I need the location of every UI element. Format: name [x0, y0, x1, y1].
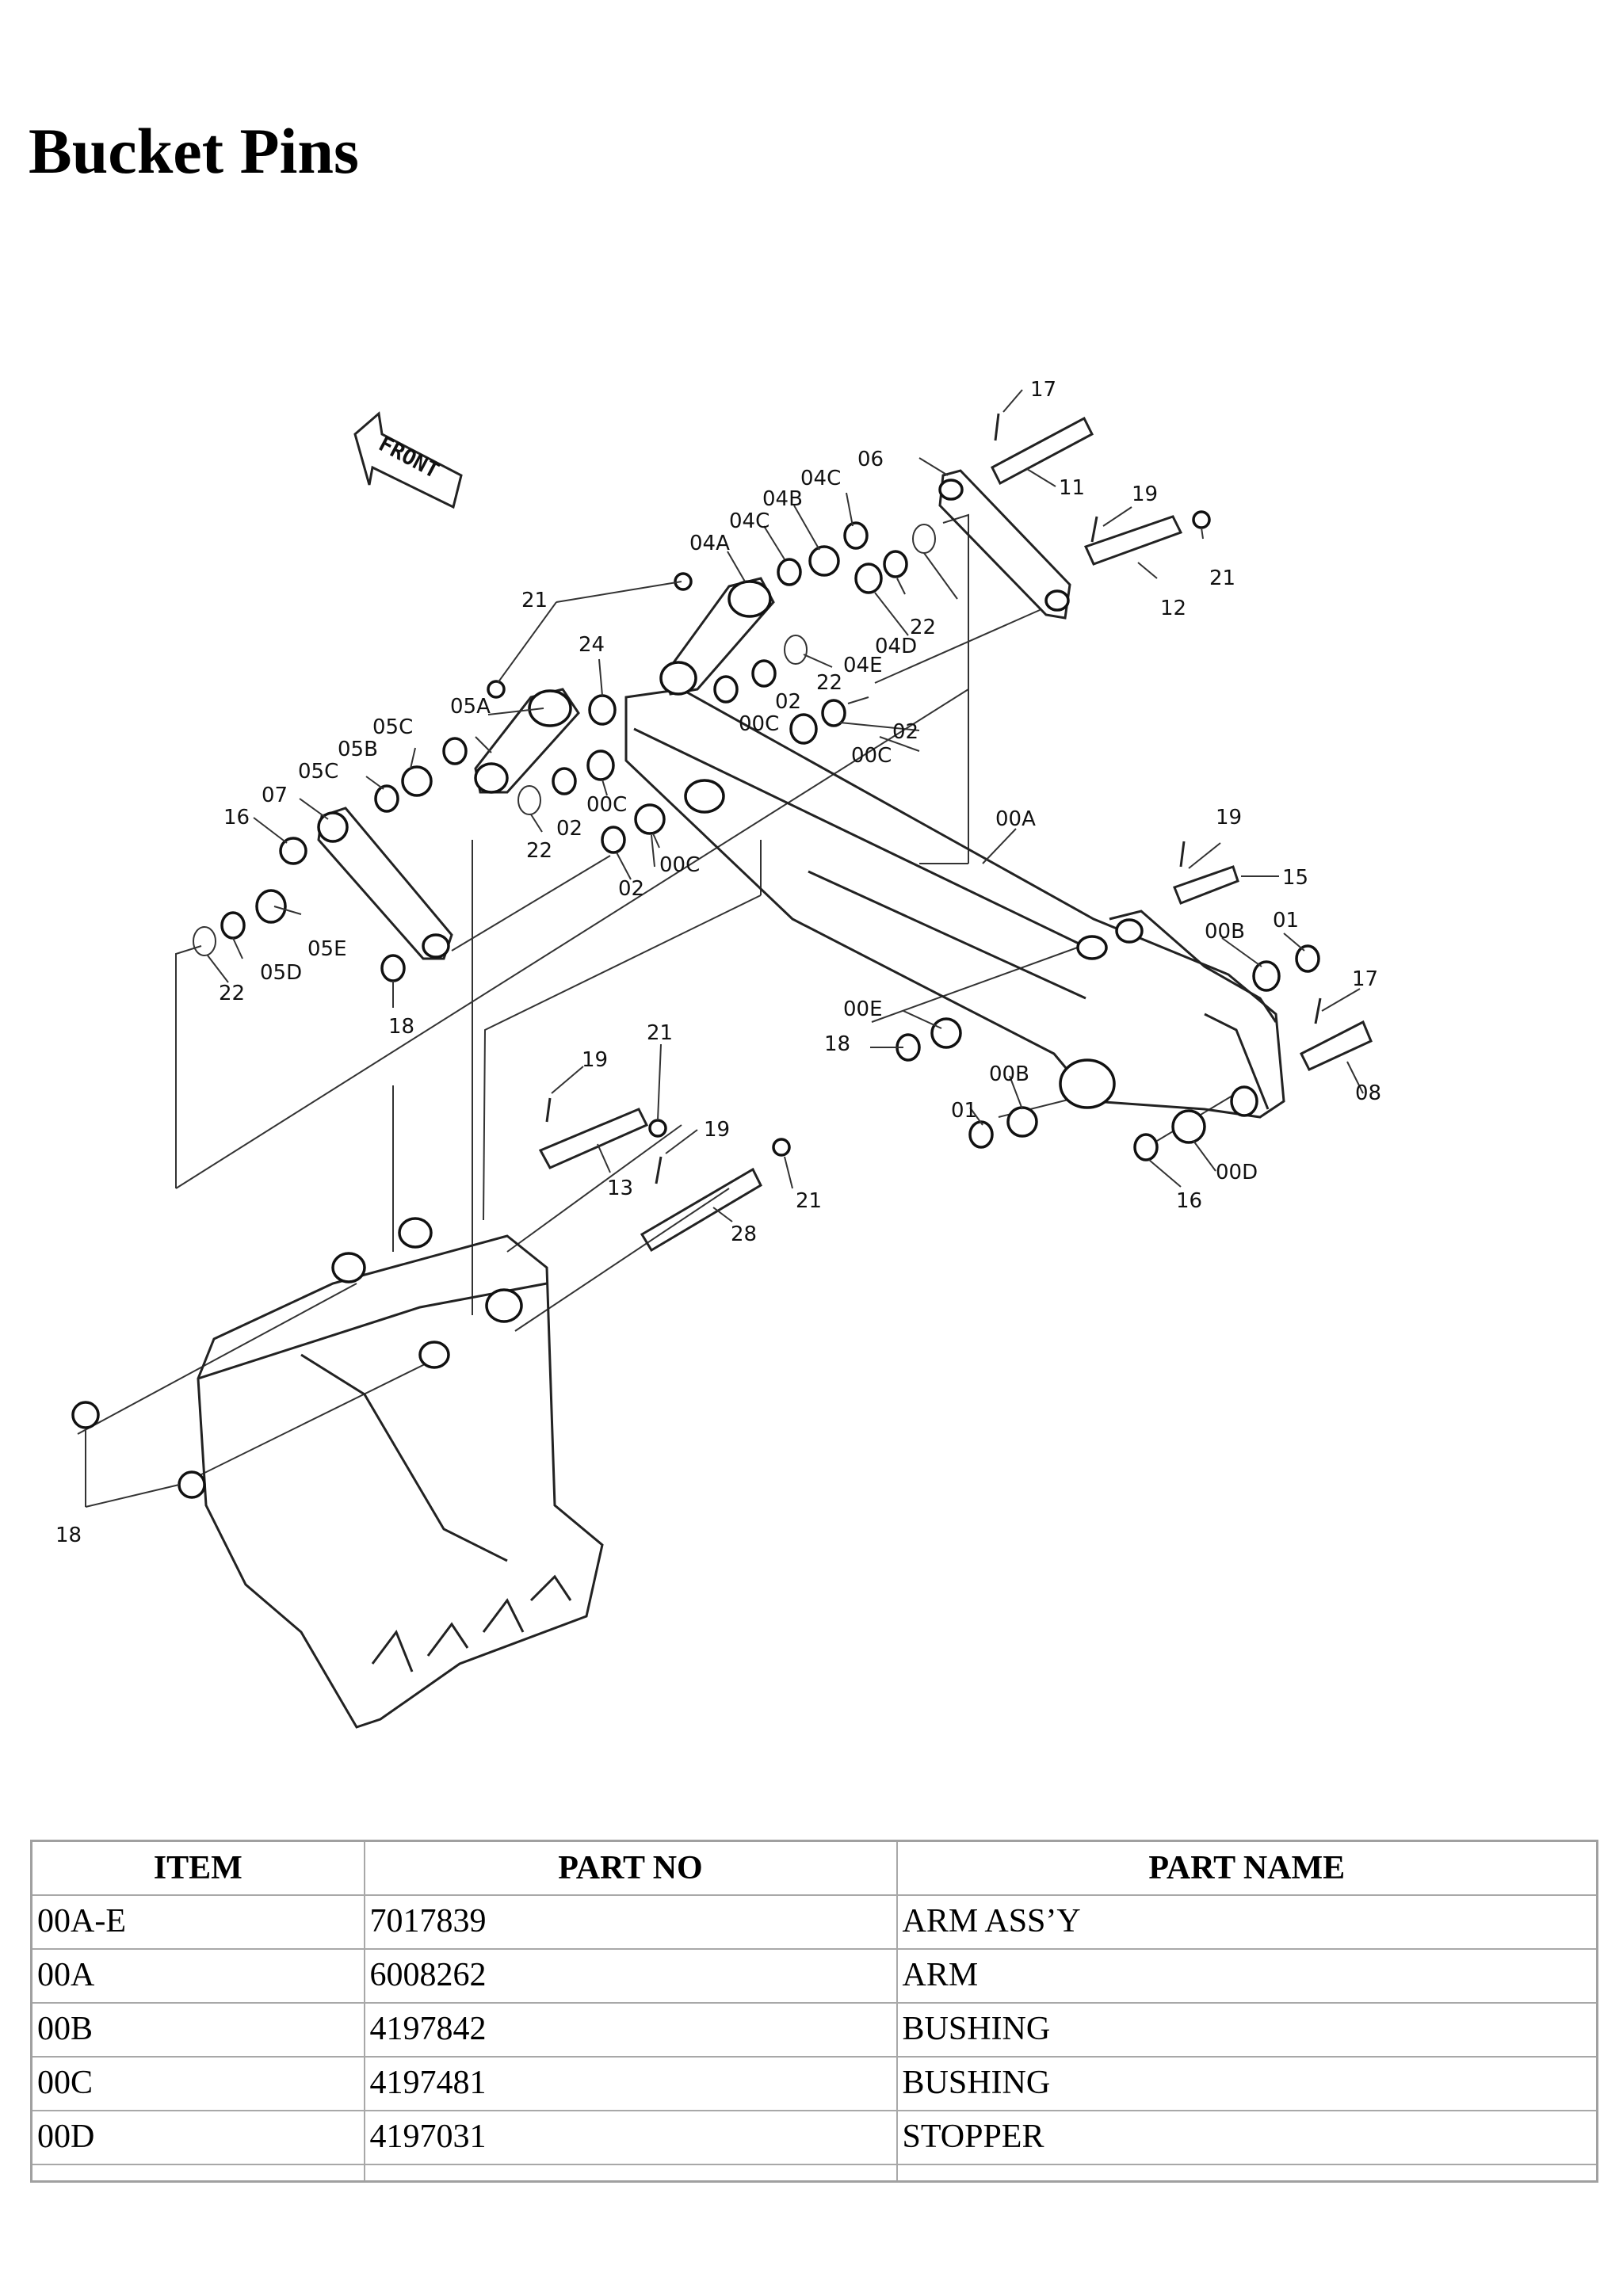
- table-row: 00B 4197842 BUSHING: [30, 2001, 1598, 2058]
- rod-05a: [474, 688, 580, 794]
- callout-22: 22: [219, 982, 245, 1005]
- arm-00a: [624, 688, 1285, 1119]
- callout-02: 02: [556, 817, 582, 841]
- cell-part-name: STOPPER: [896, 2109, 1598, 2165]
- cell-item: 00C: [30, 2055, 365, 2111]
- table-row: 00A 6008262 ARM: [30, 1947, 1598, 2004]
- link-06: [938, 469, 1071, 620]
- cell-part-name: BUSHING: [896, 2055, 1598, 2111]
- callout-24: 24: [579, 633, 605, 657]
- front-arrow-icon: FRONT: [353, 411, 463, 509]
- front-label: FRONT: [375, 432, 443, 484]
- cell-part-name: ARM ASS’Y: [896, 1894, 1598, 1950]
- callout-05d: 05D: [260, 961, 302, 985]
- callout-04a: 04A: [689, 532, 730, 555]
- parts-table: ITEM PART NO PART NAME 00A-E 7017839 ARM…: [30, 1840, 1598, 2183]
- callout-08: 08: [1355, 1081, 1381, 1105]
- cell-part-no: 7017839: [363, 1894, 898, 1950]
- callout-17: 17: [1030, 378, 1056, 402]
- callout-22: 22: [910, 616, 936, 639]
- callout-00d: 00D: [1216, 1161, 1258, 1184]
- bucket: [197, 1217, 604, 1729]
- callout-00c: 00C: [739, 712, 779, 736]
- callout-21: 21: [647, 1021, 673, 1045]
- callout-21: 21: [1209, 566, 1235, 590]
- table-row: 00A-E 7017839 ARM ASS’Y: [30, 1894, 1598, 1950]
- callout-19: 19: [1132, 482, 1158, 506]
- callout-05c: 05C: [298, 760, 338, 784]
- bushings-and-washers: [71, 413, 1322, 1499]
- callout-04b: 04B: [762, 487, 803, 511]
- callout-00c: 00C: [659, 853, 700, 877]
- cell-item: 00A: [30, 1947, 365, 2004]
- cell-part-no: 4197842: [363, 2001, 898, 2058]
- callout-22: 22: [816, 671, 842, 695]
- callout-00b: 00B: [989, 1062, 1029, 1086]
- exploded-parts-diagram: FRONT: [55, 378, 1381, 1729]
- callout-00b: 00B: [1205, 920, 1245, 944]
- callout-02: 02: [892, 720, 918, 744]
- callout-16: 16: [223, 806, 250, 830]
- cell-part-name: BUSHING: [896, 2001, 1598, 2058]
- callout-21: 21: [796, 1189, 822, 1213]
- column-header-part-no: PART NO: [363, 1840, 898, 1896]
- callout-02: 02: [775, 690, 801, 714]
- cell-item: 00A-E: [30, 1894, 365, 1950]
- callout-00c: 00C: [586, 793, 627, 817]
- rod-04a: [659, 577, 775, 696]
- cell-part-name: ARM: [896, 1947, 1598, 2004]
- link-07: [317, 807, 453, 960]
- callout-00e: 00E: [843, 997, 883, 1021]
- callout-28: 28: [731, 1222, 757, 1246]
- callout-05c: 05C: [372, 715, 413, 739]
- callout-11: 11: [1059, 476, 1085, 500]
- page-title: Bucket Pins: [29, 115, 359, 187]
- leader-lines: [85, 389, 1364, 1508]
- callout-07: 07: [262, 784, 288, 807]
- callout-00a: 00A: [995, 807, 1036, 831]
- callout-17: 17: [1352, 967, 1378, 991]
- cell-part-no: 6008262: [363, 1947, 898, 2004]
- callout-06: 06: [857, 448, 884, 471]
- table-header-row: ITEM PART NO PART NAME: [30, 1840, 1598, 1896]
- callout-22: 22: [526, 839, 552, 863]
- callout-01: 01: [951, 1099, 977, 1123]
- callout-21: 21: [521, 589, 548, 612]
- column-header-part-name: PART NAME: [896, 1840, 1598, 1896]
- callout-19: 19: [1216, 806, 1242, 830]
- cell-part-no: 4197481: [363, 2055, 898, 2111]
- callout-19: 19: [582, 1048, 608, 1072]
- alignment-lines: [77, 513, 1237, 1479]
- pins: [538, 416, 1373, 1253]
- callout-18: 18: [824, 1032, 850, 1056]
- callout-05a: 05A: [450, 695, 491, 719]
- callout-12: 12: [1160, 597, 1186, 620]
- callout-13: 13: [607, 1177, 633, 1200]
- callout-05b: 05B: [338, 738, 378, 761]
- callout-04e: 04E: [843, 654, 883, 677]
- callout-01: 01: [1273, 909, 1299, 933]
- table-row: 00C 4197481 BUSHING: [30, 2055, 1598, 2111]
- callout-02: 02: [618, 877, 644, 901]
- callout-18: 18: [388, 1015, 414, 1039]
- callout-labels: 17 11 06 04C 04B 04C 04A 19 21 12 21 24 …: [55, 378, 1381, 1547]
- callout-04c: 04C: [800, 467, 841, 490]
- cell-part-no: 4197031: [363, 2109, 898, 2165]
- cell-item: 00D: [30, 2109, 365, 2165]
- callout-04c: 04C: [729, 509, 769, 533]
- callout-19: 19: [704, 1118, 730, 1142]
- callout-18: 18: [55, 1524, 82, 1547]
- callout-04d: 04D: [875, 635, 917, 658]
- callout-16: 16: [1176, 1189, 1202, 1213]
- callout-15: 15: [1282, 866, 1308, 890]
- table-row: 00D 4197031 STOPPER: [30, 2109, 1598, 2165]
- table-row-partial: [30, 2163, 1598, 2182]
- callout-05e: 05E: [307, 937, 347, 961]
- callout-00c: 00C: [851, 744, 892, 768]
- column-header-item: ITEM: [30, 1840, 365, 1896]
- cell-item: 00B: [30, 2001, 365, 2058]
